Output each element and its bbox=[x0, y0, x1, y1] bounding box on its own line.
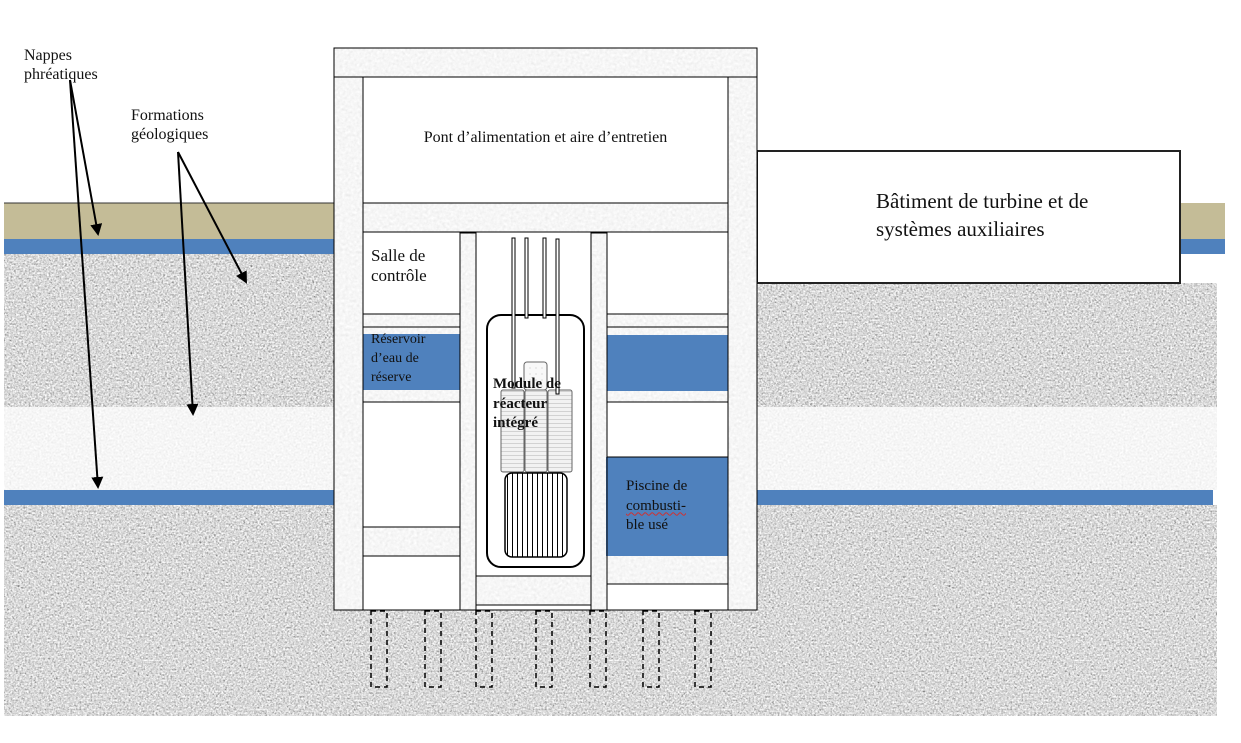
operating-deck-label: Pont d’alimentation et aire d’entretien bbox=[423, 129, 668, 146]
turbine-building-label-line: systèmes auxiliaires bbox=[876, 217, 1045, 242]
reserve-water-tank-label: Réservoir d’eau de réserve bbox=[371, 331, 425, 388]
water-tables-label-line: phréatiques bbox=[24, 66, 98, 84]
reactor-module-label-line: Module de bbox=[493, 376, 561, 392]
geological-formations-label-line: géologiques bbox=[131, 126, 209, 144]
topsoil-layer-right bbox=[1180, 203, 1225, 239]
water-table-upper-right bbox=[1180, 239, 1225, 254]
spent-fuel-pool-label-line: ble usé bbox=[626, 517, 669, 533]
reactor-building bbox=[333, 47, 758, 688]
right-middle-room bbox=[606, 401, 729, 458]
pit-wall-left bbox=[460, 233, 476, 610]
geological-formations-label: Formations géologiques bbox=[131, 106, 208, 144]
spent-fuel-pool-label: Piscine de combusti- ble usé bbox=[626, 477, 687, 533]
water-table-lower-left bbox=[4, 490, 334, 505]
geological-formations-label-line: Formations bbox=[131, 107, 204, 124]
reserve-water-tank-label-line: réserve bbox=[371, 369, 412, 385]
right-basement-room bbox=[606, 583, 729, 611]
topsoil-layer-left bbox=[4, 203, 334, 239]
water-tables-label-line: Nappes bbox=[24, 47, 72, 64]
arrow-icon bbox=[177, 151, 247, 284]
rock-formation-lower-right bbox=[756, 505, 1217, 716]
reactor-core bbox=[504, 472, 568, 558]
foundation-pile-icon bbox=[694, 610, 712, 688]
arrow-icon bbox=[177, 151, 199, 416]
foundation-pile-icon bbox=[535, 610, 553, 688]
rock-formation-light-left bbox=[4, 407, 334, 490]
rock-formation-light-right bbox=[756, 407, 1217, 490]
reserve-water-tank bbox=[363, 334, 460, 390]
pit-wall-right bbox=[591, 233, 607, 610]
turbine-building-label-line: Bâtiment de turbine et de bbox=[876, 189, 1089, 213]
spent-fuel-pool bbox=[606, 457, 728, 556]
operating-deck-room bbox=[362, 76, 729, 204]
roof-slab bbox=[334, 48, 757, 77]
foundation-pile-icon bbox=[642, 610, 660, 688]
right-water-tank bbox=[607, 335, 728, 391]
floor-slab-left-3 bbox=[363, 527, 460, 556]
steam-generator-mid bbox=[524, 389, 548, 473]
reactor-module-label: Module de réacteur intégré bbox=[493, 375, 561, 434]
turbine-building-label: Bâtiment de turbine et de systèmes auxil… bbox=[876, 187, 1088, 244]
steam-generator-right bbox=[547, 389, 573, 473]
spent-fuel-pool-label-line: Piscine de bbox=[626, 478, 688, 494]
ground-left bbox=[4, 202, 334, 716]
reactor-module-label-line: intégré bbox=[493, 415, 538, 431]
control-room bbox=[362, 231, 461, 315]
water-table-upper-left bbox=[4, 239, 334, 254]
right-upper-room bbox=[606, 231, 729, 315]
arrow-icon bbox=[69, 79, 103, 236]
rock-formation-upper-right bbox=[756, 283, 1217, 407]
floor-slab-left-2 bbox=[363, 314, 460, 327]
reactor-module bbox=[486, 237, 585, 568]
reactor-module-label-line: réacteur bbox=[493, 395, 548, 412]
control-room-label-line: Salle de bbox=[371, 246, 426, 265]
spent-fuel-pool-label-line: combusti- bbox=[626, 497, 686, 514]
control-room-label: Salle de contrôle bbox=[371, 246, 427, 287]
reserve-water-tank-label-line: d’eau de bbox=[371, 350, 419, 366]
foundation-pile-icon bbox=[589, 610, 607, 688]
control-rod-drives bbox=[511, 237, 560, 395]
rock-formation-lower-left bbox=[4, 505, 334, 716]
foundation-pile-icon bbox=[475, 610, 493, 688]
floor-slab-1 bbox=[363, 203, 728, 232]
left-lower-room bbox=[362, 401, 461, 528]
control-room-label-line: contrôle bbox=[371, 266, 427, 286]
rock-under-building bbox=[334, 610, 758, 716]
foundation-pile-icon bbox=[424, 610, 442, 688]
ground-right bbox=[756, 203, 1225, 716]
water-tables-label: Nappes phréatiques bbox=[24, 46, 98, 84]
right-wall bbox=[728, 77, 757, 610]
reactor-pit-floor bbox=[476, 576, 591, 605]
annotation-arrows bbox=[69, 79, 247, 489]
water-table-lower-right bbox=[756, 490, 1213, 505]
rock-formation-upper-left bbox=[4, 254, 334, 407]
arrow-icon bbox=[69, 79, 104, 489]
left-basement-room bbox=[362, 555, 461, 611]
left-wall bbox=[334, 77, 363, 610]
reserve-water-tank-label-line: Réservoir bbox=[371, 332, 426, 347]
foundation-pile-icon bbox=[370, 610, 388, 688]
steam-generator-left bbox=[500, 389, 525, 473]
foundation-piles bbox=[370, 610, 712, 688]
